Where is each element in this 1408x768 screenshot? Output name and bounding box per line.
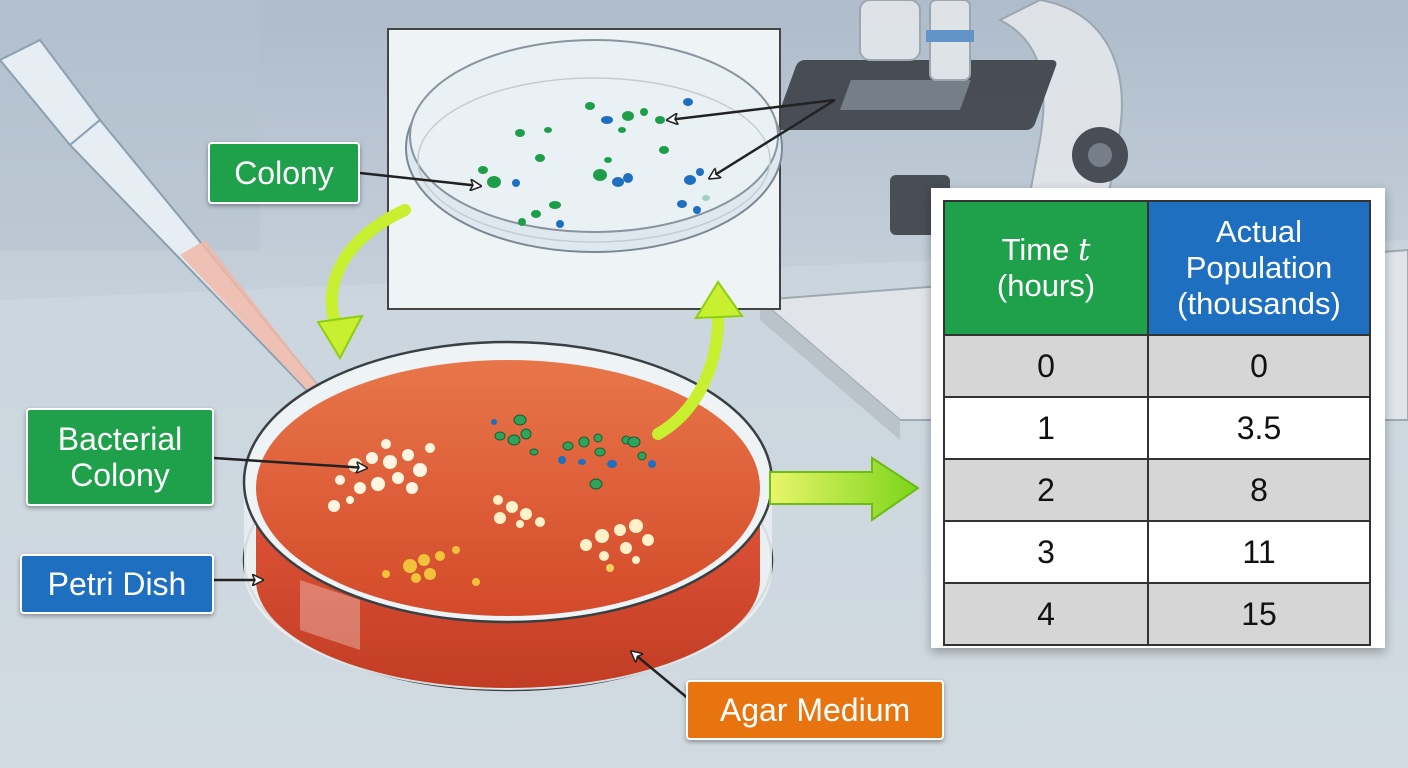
agar-medium-pointer (632, 652, 691, 701)
right-arrow-to-table (769, 456, 920, 522)
flow-arrows (316, 204, 920, 522)
population-column-header: Actual Population (thousands) (1147, 200, 1371, 336)
agar-medium-label-text: Agar Medium (719, 692, 911, 728)
down-curved-arrow (325, 204, 411, 336)
time-cell: 4 (943, 582, 1149, 646)
table-row: 3 11 (943, 520, 1371, 584)
time-header-text: Time (1001, 232, 1078, 267)
table-row: 0 0 (943, 334, 1371, 398)
inset-pointer-a (668, 98, 836, 120)
bacterial-colony-label-line1: Bacterial (57, 421, 183, 457)
colony-pointer (359, 171, 480, 186)
bacterial-colony-label: Bacterial Colony (26, 408, 214, 506)
time-cell: 2 (943, 458, 1149, 522)
time-header-unit: (hours) (996, 268, 1096, 303)
bacterial-colony-pointer (213, 456, 366, 468)
time-cell: 3 (943, 520, 1149, 584)
agar-medium-surface (256, 360, 760, 616)
petri-dish-label-text: Petri Dish (47, 566, 187, 602)
inset-pointer-b (710, 98, 836, 178)
cream-colonies (328, 439, 654, 572)
population-cell: 3.5 (1147, 396, 1371, 460)
time-cell: 0 (943, 334, 1149, 398)
population-header-line3: (thousands) (1177, 286, 1341, 321)
yellow-colonies (382, 546, 480, 586)
population-header-line1: Actual (1215, 214, 1303, 249)
population-cell: 11 (1147, 520, 1371, 584)
inset-colonies (478, 98, 710, 228)
pipette-illustration (0, 38, 332, 410)
time-cell: 1 (943, 396, 1149, 460)
population-header-line2: Population (1185, 250, 1333, 285)
agar-medium-label: Agar Medium (686, 680, 944, 740)
table-row: 4 15 (943, 582, 1371, 646)
colony-label-text: Colony (234, 155, 334, 191)
table-row: 1 3.5 (943, 396, 1371, 460)
table-header-row: Time t (hours) Actual Population (thousa… (943, 200, 1371, 336)
time-variable: t (1077, 232, 1091, 268)
colony-label: Colony (208, 142, 360, 204)
table-row: 2 8 (943, 458, 1371, 522)
population-cell: 8 (1147, 458, 1371, 522)
up-curved-arrow (652, 304, 725, 440)
bacterial-colony-label-line2: Colony (70, 457, 170, 493)
petri-dish-label: Petri Dish (20, 554, 214, 614)
main-petri-dish (242, 340, 774, 692)
population-cell: 0 (1147, 334, 1371, 398)
population-table: Time t (hours) Actual Population (thousa… (943, 200, 1371, 646)
population-table-card: Time t (hours) Actual Population (thousa… (931, 188, 1385, 648)
population-cell: 15 (1147, 582, 1371, 646)
pointer-arrows (213, 98, 836, 701)
time-column-header: Time t (hours) (943, 200, 1149, 336)
green-blue-colonies (491, 414, 656, 490)
